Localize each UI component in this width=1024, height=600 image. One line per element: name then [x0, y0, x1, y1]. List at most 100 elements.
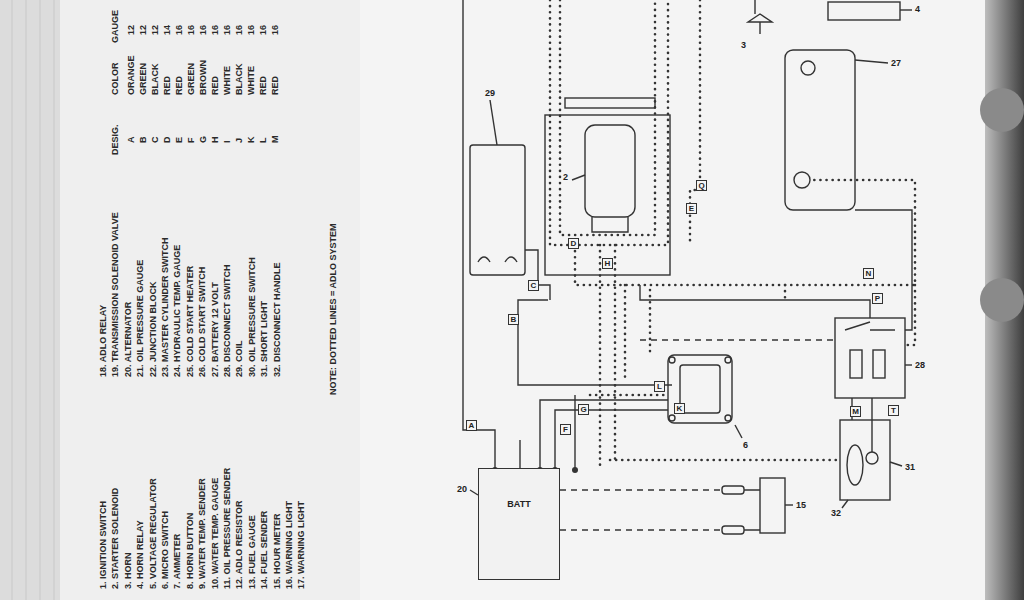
legend-item: 4. HORN RELAY — [135, 520, 146, 589]
legend-item: 3. HORN — [123, 552, 134, 589]
table-cell: 14 — [162, 25, 173, 35]
callout-number: 3 — [740, 40, 747, 50]
legend-item: 9. WATER TEMP. SENDER — [197, 478, 208, 589]
table-cell: L — [258, 138, 269, 144]
callout-number: 20 — [456, 484, 468, 494]
table-cell: 16 — [270, 25, 281, 35]
wire-letter: L — [654, 381, 665, 392]
table-cell: RED — [270, 76, 281, 95]
wire-letter: Q — [696, 180, 707, 191]
legend-item: 1. IGNITION SWITCH — [98, 501, 109, 589]
table-cell: K — [246, 137, 257, 144]
wire-letter: P — [872, 293, 883, 304]
legend-item: 29. COIL — [234, 340, 245, 377]
wire-letter: N — [863, 268, 874, 279]
legend-item: 5. VOLTAGE REGULATOR — [148, 478, 159, 589]
table-cell: C — [150, 137, 161, 144]
legend-item: 23. MASTER CYLINDER SWITCH — [160, 237, 171, 377]
wire-letter: M — [850, 406, 861, 417]
legend-item: 30. OIL PRESSURE SWITCH — [247, 257, 258, 377]
battery-label: BATT — [479, 499, 559, 509]
callout-number: 31 — [904, 462, 916, 472]
callout-number: 15 — [795, 500, 807, 510]
legend-note: NOTE: DOTTED LINES = ADLO SYSTEM — [328, 224, 339, 395]
table-cell: WHITE — [246, 66, 257, 95]
legend-item: 32. DISCONNECT HANDLE — [272, 262, 283, 377]
wire-letter: F — [560, 424, 571, 435]
table-cell: RED — [210, 76, 221, 95]
legend-item: 17. WARNING LIGHT — [296, 501, 307, 589]
callout-number: 2 — [562, 172, 569, 182]
callout-number: 27 — [890, 58, 902, 68]
table-cell: RED — [258, 76, 269, 95]
table-cell: 16 — [198, 25, 209, 35]
legend-item: 28. DISCONNECT SWITCH — [222, 264, 233, 377]
table-cell: BROWN — [198, 60, 209, 95]
callout-number: 32 — [830, 508, 842, 518]
legend-item: 15. HOUR METER — [272, 513, 283, 589]
wire-letter: B — [508, 314, 519, 325]
wire-letter: A — [466, 420, 477, 431]
table-cell: WHITE — [222, 66, 233, 95]
table-cell: G — [198, 136, 209, 143]
wire-letter: G — [578, 404, 589, 415]
table-cell: 16 — [174, 25, 185, 35]
callout-number: 6 — [742, 440, 749, 450]
legend-item: 26. COLD START SWITCH — [197, 267, 208, 377]
wire-letter: D — [568, 238, 579, 249]
table-cell: J — [234, 138, 245, 143]
table-cell: GREEN — [138, 63, 149, 95]
table-header: COLOR — [110, 63, 121, 96]
wire-letter: K — [674, 403, 685, 414]
table-cell: 16 — [234, 25, 245, 35]
table-cell: A — [126, 137, 137, 144]
legend-item: 8. HORN BUTTON — [185, 513, 196, 589]
legend-item: 10. WATER TEMP. GAUGE — [210, 478, 221, 589]
legend-item: 25. COLD START HEATER — [185, 266, 196, 377]
legend-item: 11. OIL PRESSURE SENDER — [222, 468, 233, 589]
table-header: GAUGE — [110, 10, 121, 43]
legend-item: 6. MICRO SWITCH — [160, 511, 171, 589]
table-cell: 16 — [222, 25, 233, 35]
table-cell: D — [162, 137, 173, 144]
legend-item: 20. ALTERNATOR — [123, 302, 134, 377]
legend-item: 22. JUNCTION BLOCK — [148, 281, 159, 377]
table-cell: BLACK — [234, 64, 245, 96]
table-header: DESIG. — [110, 124, 121, 155]
callout-number: 28 — [914, 360, 926, 370]
legend-page: 1. IGNITION SWITCH2. STARTER SOLENOID3. … — [90, 5, 352, 595]
table-cell: ORANGE — [126, 55, 137, 95]
legend-item: 24. HYDRAULIC TEMP. GAUGE — [172, 245, 183, 377]
table-cell: 16 — [246, 25, 257, 35]
table-cell: BLACK — [150, 64, 161, 96]
table-cell: 16 — [186, 25, 197, 35]
table-cell: E — [174, 137, 185, 143]
table-cell: I — [222, 140, 233, 143]
table-cell: 12 — [138, 25, 149, 35]
table-cell: 12 — [150, 25, 161, 35]
legend-item: 18. ADLO RELAY — [98, 305, 109, 377]
legend-item: 27. BATTERY 12 VOLT — [210, 282, 221, 377]
legend-item: 21. OIL PRESSURE GAUGE — [135, 260, 146, 377]
wire-letter: H — [602, 258, 613, 269]
callout-number: 4 — [914, 4, 921, 14]
wire-letter: C — [528, 280, 539, 291]
legend-item: 16. WARNING LIGHT — [284, 501, 295, 589]
wire-letter: T — [888, 405, 899, 416]
legend-item: 12. ADLO RESISTOR — [234, 500, 245, 589]
wire-letter: E — [686, 203, 697, 214]
legend-item: 19. TRANSMISSION SOLENOID VALVE — [110, 212, 121, 377]
table-cell: 16 — [210, 25, 221, 35]
legend-item: 14. FUEL SENDER — [259, 511, 270, 589]
table-cell: RED — [174, 76, 185, 95]
legend-item: 2. STARTER SOLENOID — [110, 488, 121, 589]
table-cell: M — [270, 136, 281, 144]
table-cell: 16 — [258, 25, 269, 35]
table-cell: 12 — [126, 25, 137, 35]
legend-item: 13. FUEL GAUGE — [247, 515, 258, 589]
table-cell: H — [210, 137, 221, 144]
legend-item: 7. AMMETER — [172, 534, 183, 589]
table-cell: RED — [162, 76, 173, 95]
table-cell: GREEN — [186, 63, 197, 95]
table-cell: F — [186, 138, 197, 144]
